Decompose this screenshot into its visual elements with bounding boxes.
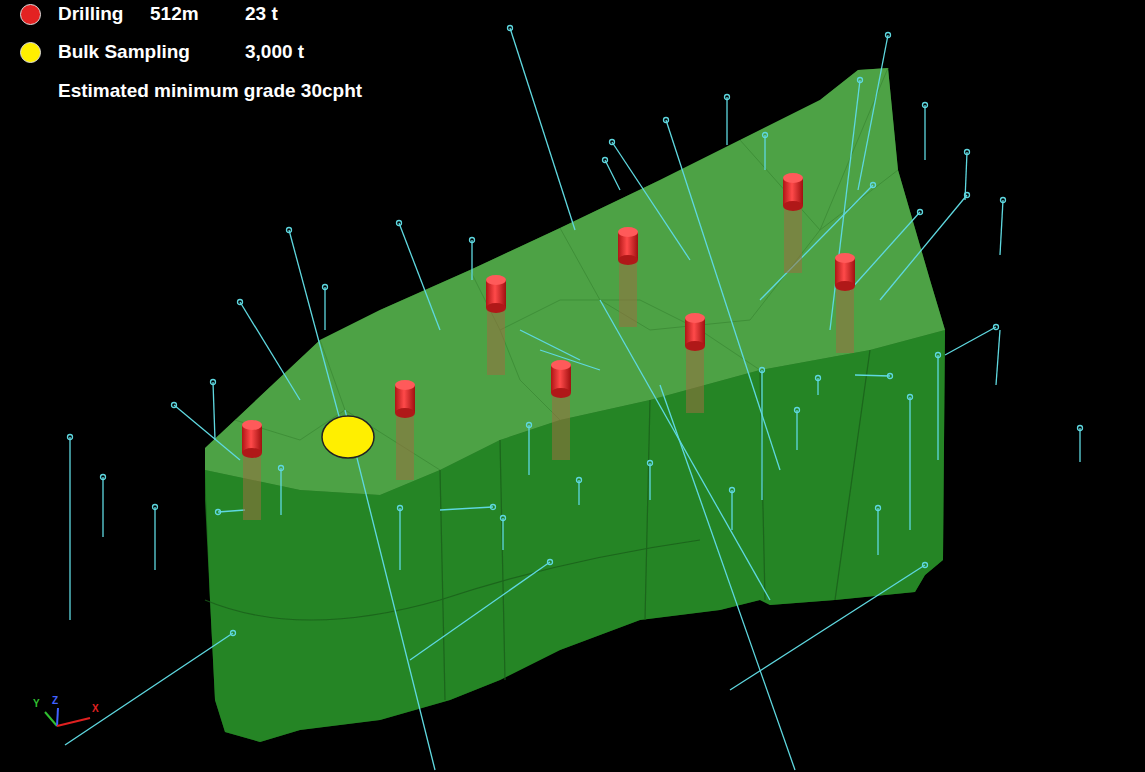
axis-label: X	[92, 703, 99, 715]
axis-label: Z	[52, 695, 58, 707]
legend-text: Bulk Sampling	[58, 41, 190, 64]
legend-value: 23 t	[245, 3, 278, 26]
legend-text: Drilling	[58, 3, 123, 26]
axis-label: Y	[33, 698, 40, 710]
legend-value: 512m	[150, 3, 199, 26]
legend-swatch	[20, 42, 41, 63]
note-text: Estimated minimum grade 30cpht	[58, 80, 362, 103]
legend-value: 3,000 t	[245, 41, 304, 64]
legend-swatch	[20, 4, 41, 25]
